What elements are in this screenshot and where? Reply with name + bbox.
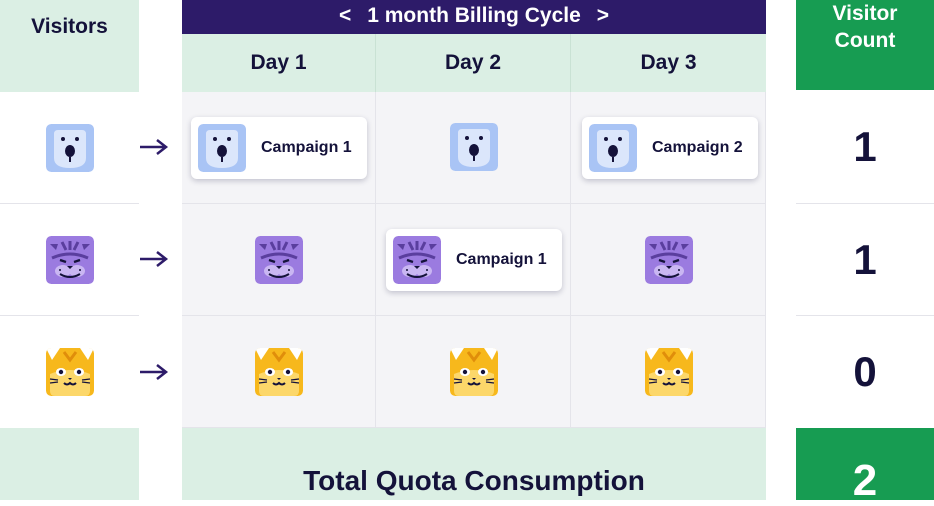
- cat-icon: [450, 348, 498, 396]
- polar-bear-icon: [589, 124, 637, 172]
- campaign-label: Campaign 1: [261, 139, 352, 156]
- campaign-card[interactable]: Campaign 1: [386, 229, 562, 291]
- billing-cycle-label: 1 month Billing Cycle: [367, 4, 581, 27]
- day-header-3: Day 3: [571, 34, 766, 92]
- tiger-icon: [645, 236, 693, 284]
- day-header-label: Day 3: [640, 51, 697, 74]
- cat-icon: [645, 348, 693, 396]
- tiger-icon: [393, 236, 441, 284]
- billing-cycle-header: < 1 month Billing Cycle >: [182, 0, 766, 34]
- visitor-count-header-label: Visitor Count: [832, 2, 898, 52]
- cat-icon: [46, 348, 94, 396]
- visitor-cell-1: [0, 92, 139, 204]
- polar-bear-icon: [450, 123, 498, 171]
- prev-cycle-icon[interactable]: <: [338, 4, 352, 27]
- campaign-card[interactable]: Campaign 2: [582, 117, 758, 179]
- visitor-cell-3: [0, 316, 139, 428]
- arrow-right-icon: [140, 364, 169, 380]
- visitors-header: Visitors: [0, 0, 139, 92]
- day-header-label: Day 2: [444, 51, 502, 74]
- arrow-right-icon: [140, 251, 169, 267]
- tiger-icon: [255, 236, 303, 284]
- total-quota-value: 2: [852, 456, 878, 505]
- total-quota-value-box: 2: [796, 428, 934, 505]
- visitor-cell-2: [0, 204, 139, 316]
- day-header-2: Day 2: [376, 34, 571, 92]
- total-quota-row: Total Quota Consumption: [182, 428, 766, 500]
- polar-bear-icon: [198, 124, 246, 172]
- cat-icon: [255, 348, 303, 396]
- day-header-1: Day 1: [182, 34, 376, 92]
- visitor-count-value: 1: [796, 90, 934, 204]
- polar-bear-icon: [46, 124, 94, 172]
- campaign-label: Campaign 2: [652, 139, 743, 156]
- visitor-count-value: 1: [796, 204, 934, 316]
- arrow-right-icon: [140, 139, 169, 155]
- campaign-label: Campaign 1: [456, 251, 547, 268]
- visitors-header-label: Visitors: [31, 15, 108, 38]
- day-header-label: Day 1: [250, 51, 307, 74]
- campaign-card[interactable]: Campaign 1: [191, 117, 367, 179]
- visitor-count-header: Visitor Count: [796, 0, 934, 90]
- visitors-footer: [0, 428, 139, 500]
- visitor-count-value: 0: [796, 316, 934, 428]
- tiger-icon: [46, 236, 94, 284]
- total-quota-label: Total Quota Consumption: [303, 465, 645, 496]
- next-cycle-icon[interactable]: >: [596, 4, 610, 27]
